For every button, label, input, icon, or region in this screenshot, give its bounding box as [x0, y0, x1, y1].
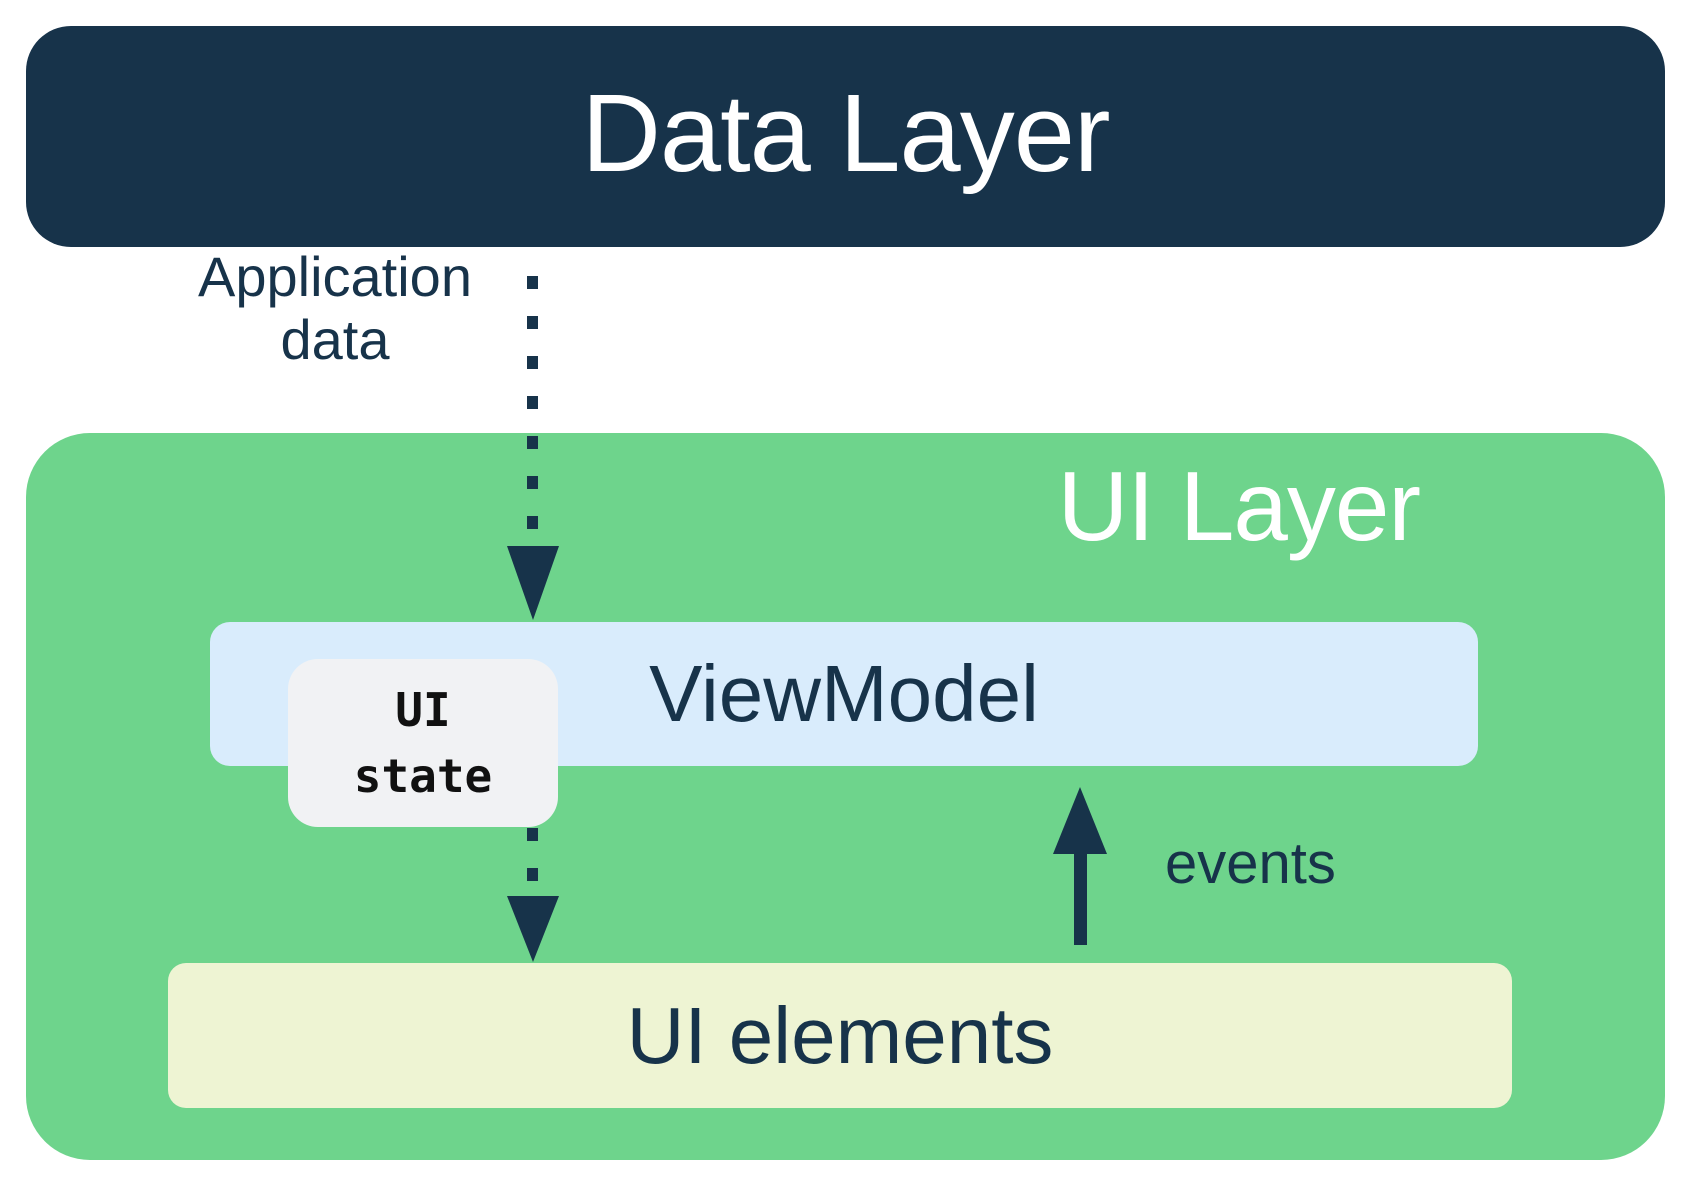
ui-state-arrow-line	[527, 828, 538, 881]
ui-elements-box: UI elements	[168, 963, 1512, 1108]
application-data-label: Application data	[198, 245, 472, 371]
data-layer-box: Data Layer	[26, 26, 1665, 247]
events-label: events	[1165, 831, 1336, 896]
application-data-arrowhead-down-icon	[507, 546, 559, 620]
ui-layer-label: UI Layer	[1057, 451, 1421, 561]
ui-state-badge: UI state	[288, 659, 558, 827]
events-arrowhead-up-icon	[1053, 787, 1107, 854]
data-layer-label: Data Layer	[581, 71, 1110, 195]
ui-state-arrowhead-down-icon	[507, 896, 559, 962]
events-arrow-line	[1074, 847, 1087, 945]
ui-elements-label: UI elements	[626, 990, 1054, 1080]
ui-state-label: UI state	[353, 683, 493, 803]
viewmodel-label: ViewModel	[649, 649, 1039, 738]
application-data-arrow-line	[527, 276, 538, 546]
